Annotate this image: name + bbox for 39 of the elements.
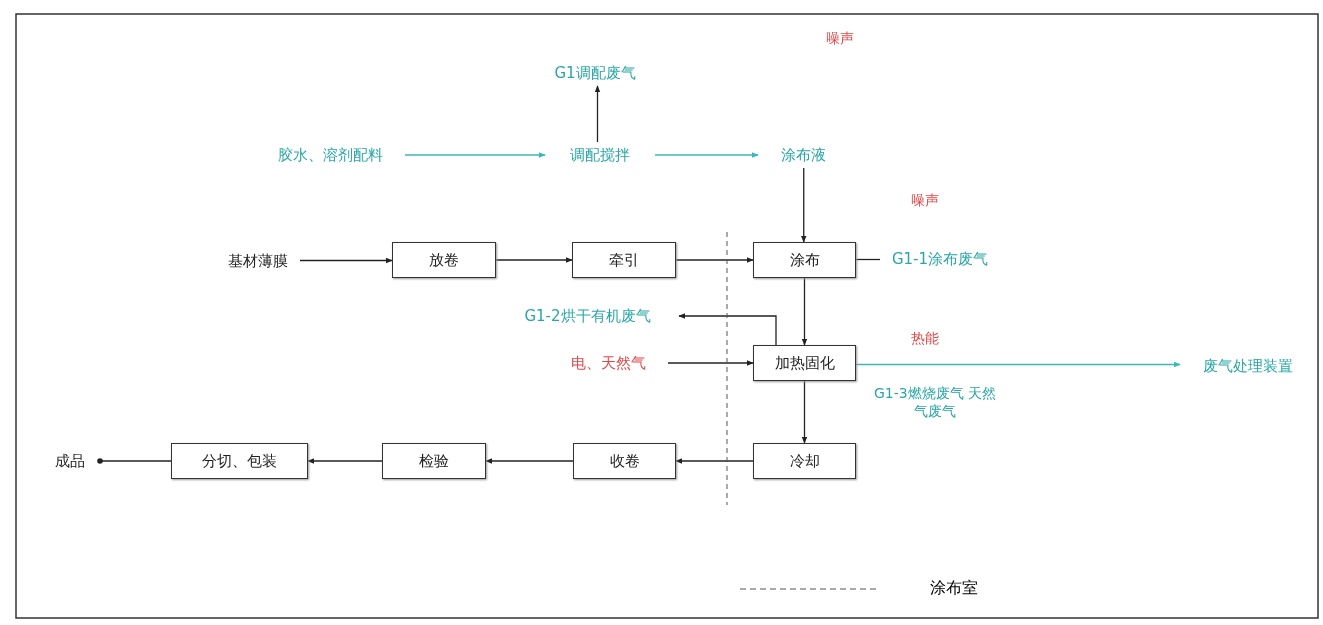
note-label: G1-3燃烧废气 天然气废气 [872,385,998,421]
flow-label: 胶水、溶剂配料 [277,145,383,165]
arrow [654,152,759,158]
legend-label: 涂布室 [930,578,978,599]
flow-label: G1-1涂布废气 [891,249,989,269]
arrow [675,257,754,263]
flow-label: 电、天然气 [570,353,646,373]
flow-label: 废气处理装置 [1202,356,1293,376]
process-box: 加热固化 [753,345,856,381]
note-label: 噪声 [910,192,940,210]
note-label: 热能 [910,330,940,348]
arrow [404,152,546,158]
arrow [801,277,808,346]
flow-label: G1-2烘干有机废气 [524,306,651,326]
flow-label: 调配搅拌 [570,145,630,165]
arrow [594,85,601,143]
process-box: 冷却 [753,443,856,479]
arrow [495,257,573,263]
arrow [299,257,393,264]
flow-label: 涂布液 [780,145,826,165]
arrow [667,360,754,366]
note-label: 噪声 [825,30,855,48]
process-box: 分切、包装 [171,443,308,479]
connector-line [855,258,881,261]
arrow [675,458,754,464]
flow-label: G1调配废气 [554,63,636,83]
arrow [485,458,574,464]
flow-label: 成品 [55,451,85,471]
process-box: 涂布 [753,242,856,278]
arrow [800,167,807,243]
process-box: 收卷 [573,443,676,479]
flow-label: 基材薄膜 [227,251,288,271]
arrow [678,313,777,346]
process-box: 检验 [382,443,486,479]
arrow [855,361,1181,368]
arrow [307,458,383,464]
process-box: 牵引 [572,242,676,278]
process-box: 放卷 [392,242,496,278]
arrow [801,380,808,444]
